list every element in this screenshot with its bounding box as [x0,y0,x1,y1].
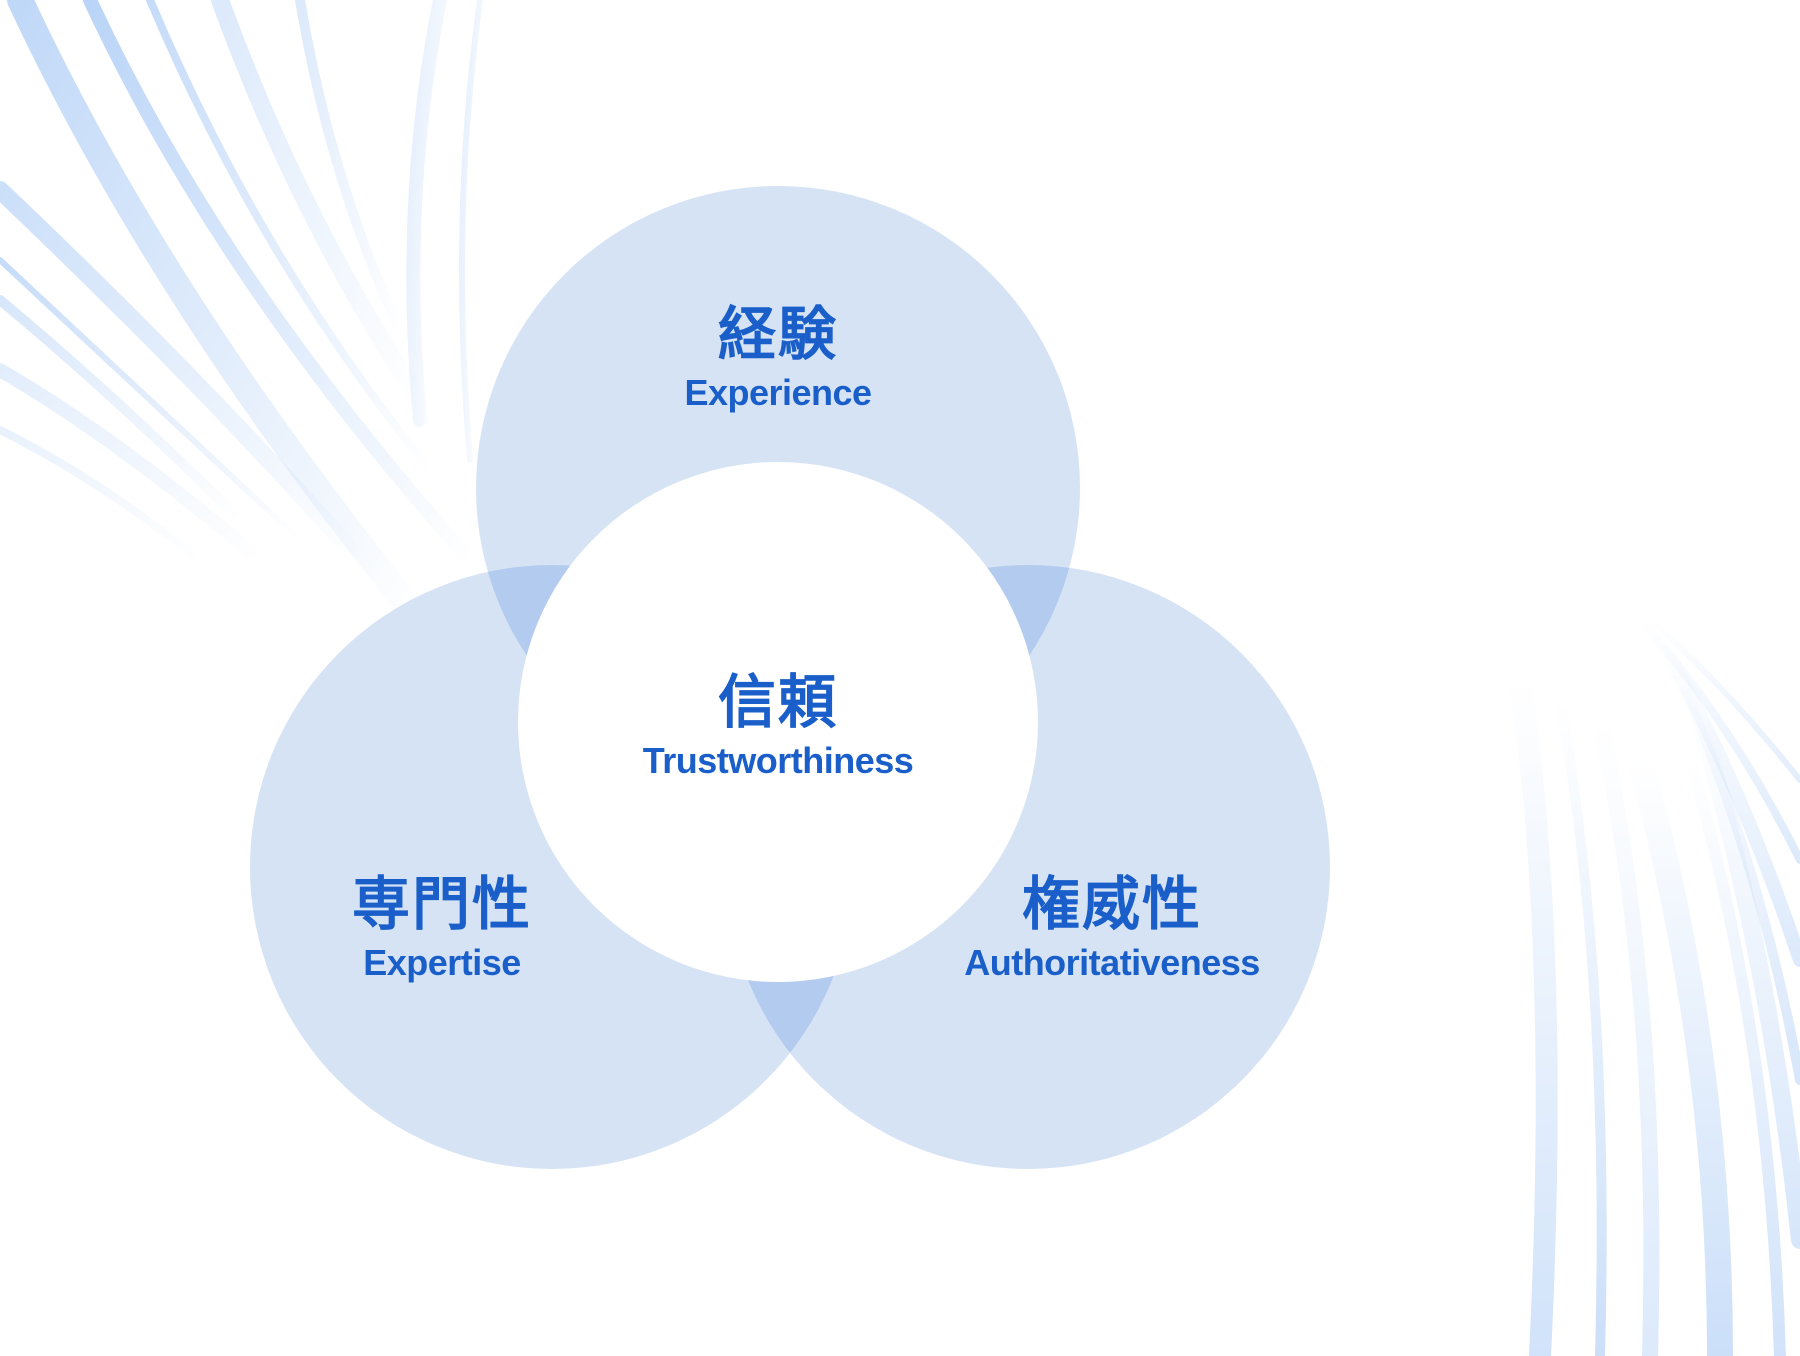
expertise-label: 専門性 Expertise [352,871,532,983]
experience-label-en: Experience [684,371,872,413]
authoritativeness-label: 権威性 Authoritativeness [964,871,1260,983]
trustworthiness-label: 信頼 Trustworthiness [643,669,914,781]
trustworthiness-label-en: Trustworthiness [642,739,914,781]
experience-label: 経験 Experience [684,299,872,413]
top-left-swoosh [0,0,483,633]
trustworthiness-center-circle [518,462,1038,982]
bottom-right-swoosh [1509,616,1800,1356]
experience-label-jp: 経験 [717,299,838,368]
expertise-label-jp: 専門性 [351,869,533,938]
expertise-label-en: Expertise [363,941,521,983]
authoritativeness-label-jp: 権威性 [1021,869,1203,938]
authoritativeness-label-en: Authoritativeness [964,941,1260,983]
trustworthiness-label-jp: 信頼 [717,667,838,736]
